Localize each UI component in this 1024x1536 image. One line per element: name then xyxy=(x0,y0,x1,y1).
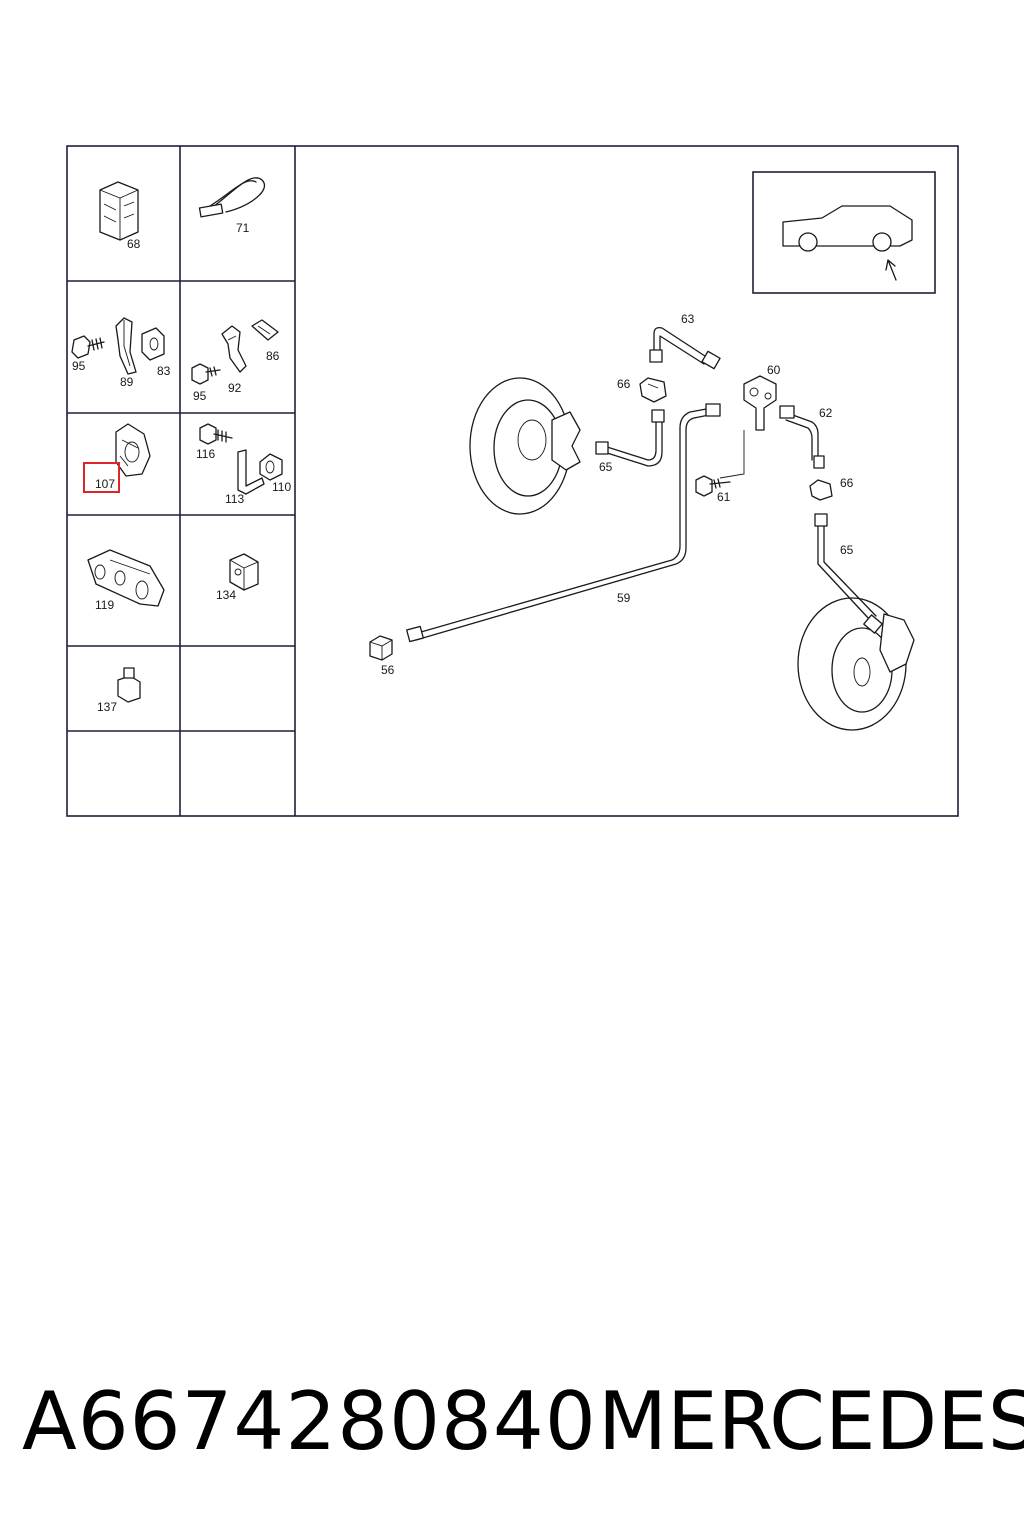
part-71-cable-tie-icon[interactable] xyxy=(198,177,265,218)
part-83-clip-icon[interactable] xyxy=(141,327,165,361)
part-86-clip-icon[interactable] xyxy=(251,319,279,341)
label-86: 86 xyxy=(266,349,280,363)
part-134-clip-icon[interactable] xyxy=(229,553,259,591)
label-60: 60 xyxy=(767,363,781,377)
part-113-bracket-icon[interactable] xyxy=(237,449,265,495)
part-119-multi-clip-icon[interactable] xyxy=(87,549,165,607)
label-61: 61 xyxy=(717,490,731,504)
brake-disc-left-icon xyxy=(469,377,581,515)
part-89-bracket-icon[interactable] xyxy=(115,317,137,375)
brake-line-63[interactable] xyxy=(649,326,721,370)
part-66-clip-lower-icon[interactable] xyxy=(809,479,833,501)
label-95-b: 95 xyxy=(193,389,207,403)
label-68: 68 xyxy=(127,237,141,251)
part-66-clip-upper-icon[interactable] xyxy=(639,377,667,403)
part-61-screw-icon[interactable] xyxy=(695,475,731,497)
label-119: 119 xyxy=(95,598,114,612)
part-number: A6674280840 xyxy=(22,1375,597,1468)
part-107-clip-icon[interactable] xyxy=(115,423,151,477)
label-134: 134 xyxy=(216,588,236,602)
vehicle-location-inset xyxy=(752,171,936,294)
part-95-screw-b-icon[interactable] xyxy=(191,363,221,385)
part-116-screw-icon[interactable] xyxy=(199,423,233,445)
label-65-b: 65 xyxy=(840,543,854,557)
part-95-screw-icon[interactable] xyxy=(71,335,105,359)
part-68-icon[interactable] xyxy=(99,181,139,241)
part-137-grommet-icon[interactable] xyxy=(117,667,141,703)
brake-line-59[interactable] xyxy=(406,403,721,643)
leader-61 xyxy=(719,430,745,479)
part-60-distributor-icon[interactable] xyxy=(743,375,777,431)
label-66-a: 66 xyxy=(617,377,631,391)
label-56: 56 xyxy=(381,663,395,677)
label-116: 116 xyxy=(196,447,215,461)
label-71: 71 xyxy=(236,221,250,235)
footer: A6674280840 MERCEDES xyxy=(0,1372,1024,1472)
label-63: 63 xyxy=(681,312,695,326)
brand-name: MERCEDES xyxy=(598,1375,1024,1468)
label-92: 92 xyxy=(228,381,242,395)
label-62: 62 xyxy=(819,406,833,420)
brake-line-62[interactable] xyxy=(779,405,825,469)
label-66-b: 66 xyxy=(840,476,854,490)
label-137: 137 xyxy=(97,700,117,714)
part-110-clip-icon[interactable] xyxy=(259,453,283,481)
part-92-bracket-icon[interactable] xyxy=(221,325,247,373)
label-83: 83 xyxy=(157,364,171,378)
label-107: 107 xyxy=(95,477,115,491)
label-110: 110 xyxy=(272,480,291,494)
part-107-highlight-box[interactable] xyxy=(83,462,120,493)
brake-line-65-lower[interactable] xyxy=(814,513,883,634)
label-89: 89 xyxy=(120,375,134,389)
diagram-frame xyxy=(66,145,959,817)
brake-line-65-upper[interactable] xyxy=(595,409,665,467)
label-95-a: 95 xyxy=(72,359,86,373)
part-56-nut-icon[interactable] xyxy=(369,635,393,661)
label-59: 59 xyxy=(617,591,631,605)
label-65-a: 65 xyxy=(599,460,613,474)
label-113: 113 xyxy=(225,492,244,506)
brake-disc-right-icon xyxy=(797,597,915,731)
